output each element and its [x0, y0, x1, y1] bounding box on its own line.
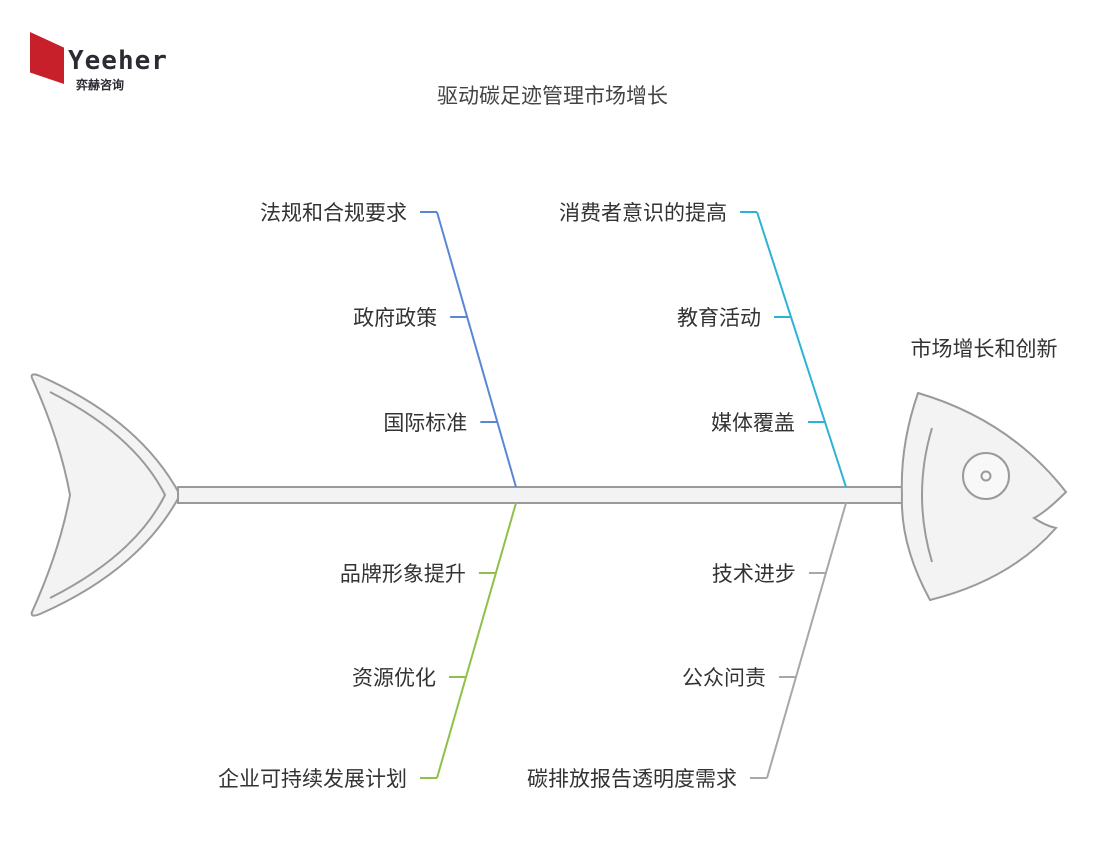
head-label: 市场增长和创新 [911, 337, 1058, 361]
cause-label: 教育活动 [677, 306, 761, 330]
logo-wordmark: Yeeher [68, 46, 168, 76]
branch-line [756, 211, 847, 488]
cause-label: 政府政策 [353, 306, 437, 330]
fish-tail [30, 373, 182, 617]
cause-label: 法规和合规要求 [260, 201, 407, 225]
fish-eye-icon [962, 452, 1010, 500]
cause-label: 碳排放报告透明度需求 [527, 767, 737, 791]
logo-subtitle: 弈赫咨询 [76, 78, 125, 92]
fish-head [900, 391, 1068, 602]
company-logo: Yeeher 弈赫咨询 [28, 28, 167, 94]
fish-spine [177, 486, 909, 504]
branch-line [766, 502, 847, 779]
branch-line [436, 502, 517, 779]
cause-label: 媒体覆盖 [711, 411, 795, 435]
cause-label: 品牌形象提升 [340, 562, 466, 586]
branch-line [436, 211, 517, 488]
cause-label: 企业可持续发展计划 [218, 767, 407, 791]
diagram-title: 驱动碳足迹管理市场增长 [437, 84, 668, 108]
cause-label: 消费者意识的提高 [559, 201, 727, 225]
branches: 法规和合规要求政府政策国际标准消费者意识的提高教育活动媒体覆盖品牌形象提升资源优… [218, 201, 847, 791]
cause-label: 资源优化 [352, 666, 436, 690]
cause-label: 技术进步 [712, 562, 796, 586]
cause-label: 国际标准 [383, 411, 467, 435]
cause-label: 公众问责 [682, 666, 766, 690]
